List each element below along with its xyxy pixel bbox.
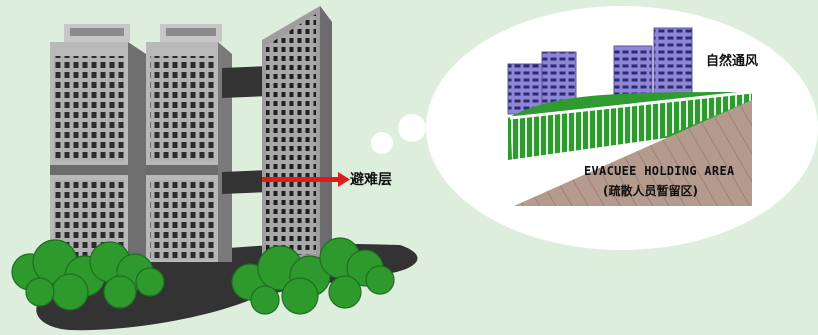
- deck-floor: [514, 100, 752, 206]
- skybridge-lower: [222, 170, 270, 194]
- purple-buildings: [507, 27, 693, 115]
- shrubs-right: [231, 237, 395, 315]
- holding-area-scene: [507, 27, 753, 206]
- twin-towers: [50, 24, 232, 262]
- right-arrow-icon: [262, 172, 350, 187]
- right-tower: [262, 6, 332, 262]
- skybridge-upper: [222, 66, 270, 98]
- railing: [510, 92, 752, 200]
- holding-area-title: EVACUEE HOLDING AREA: [584, 164, 735, 178]
- holding-area-subtitle: (疏散人员暂留区): [603, 184, 698, 198]
- natural-ventilation-label: 自然通风: [706, 54, 759, 69]
- refuge-floor-label: 避难层: [350, 172, 392, 188]
- shrubs-left: [11, 239, 165, 311]
